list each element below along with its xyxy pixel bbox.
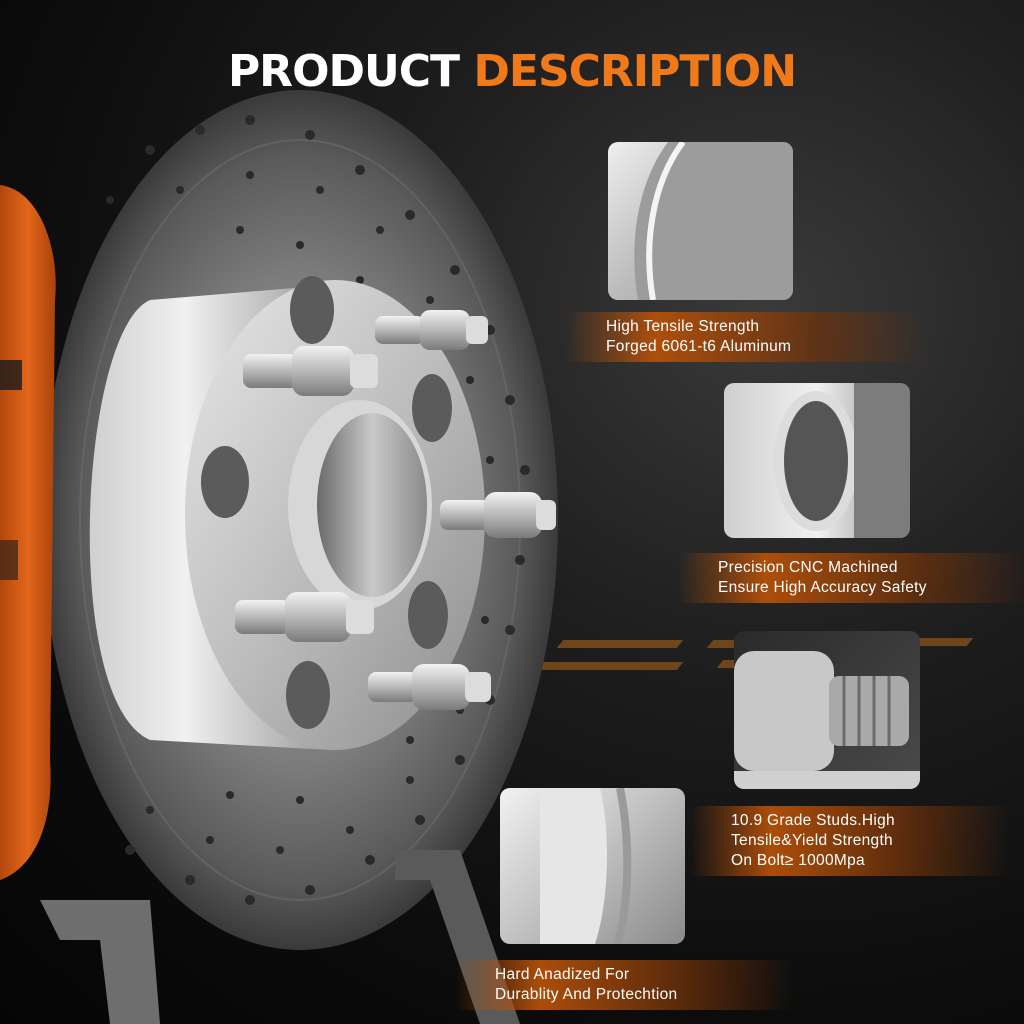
feature-thumb-forged [608, 142, 793, 300]
stand-left [40, 900, 160, 1024]
wheel-studs [235, 310, 556, 710]
feature-thumb-anodized [500, 788, 685, 944]
feature-caption-forged: High Tensile Strength Forged 6061-t6 Alu… [566, 312, 926, 362]
title-part-2: DESCRIPTION [473, 46, 797, 97]
feature-thumb-studs [734, 631, 920, 789]
title-part-1: PRODUCT [227, 46, 460, 97]
feature-caption-cnc: Precision CNC Machined Ensure High Accur… [678, 553, 1024, 603]
center-bore [317, 413, 427, 597]
page-title: PRODUCT DESCRIPTION [0, 46, 1024, 97]
brake-caliper [0, 185, 56, 880]
lug-holes [201, 276, 452, 729]
feature-caption-anodized: Hard Anadized For Durablity And Protecht… [455, 960, 795, 1010]
feature-thumb-cnc [724, 383, 910, 538]
rotor-drill-holes [106, 115, 530, 905]
feature-caption-studs: 10.9 Grade Studs.High Tensile&Yield Stre… [691, 806, 1011, 876]
